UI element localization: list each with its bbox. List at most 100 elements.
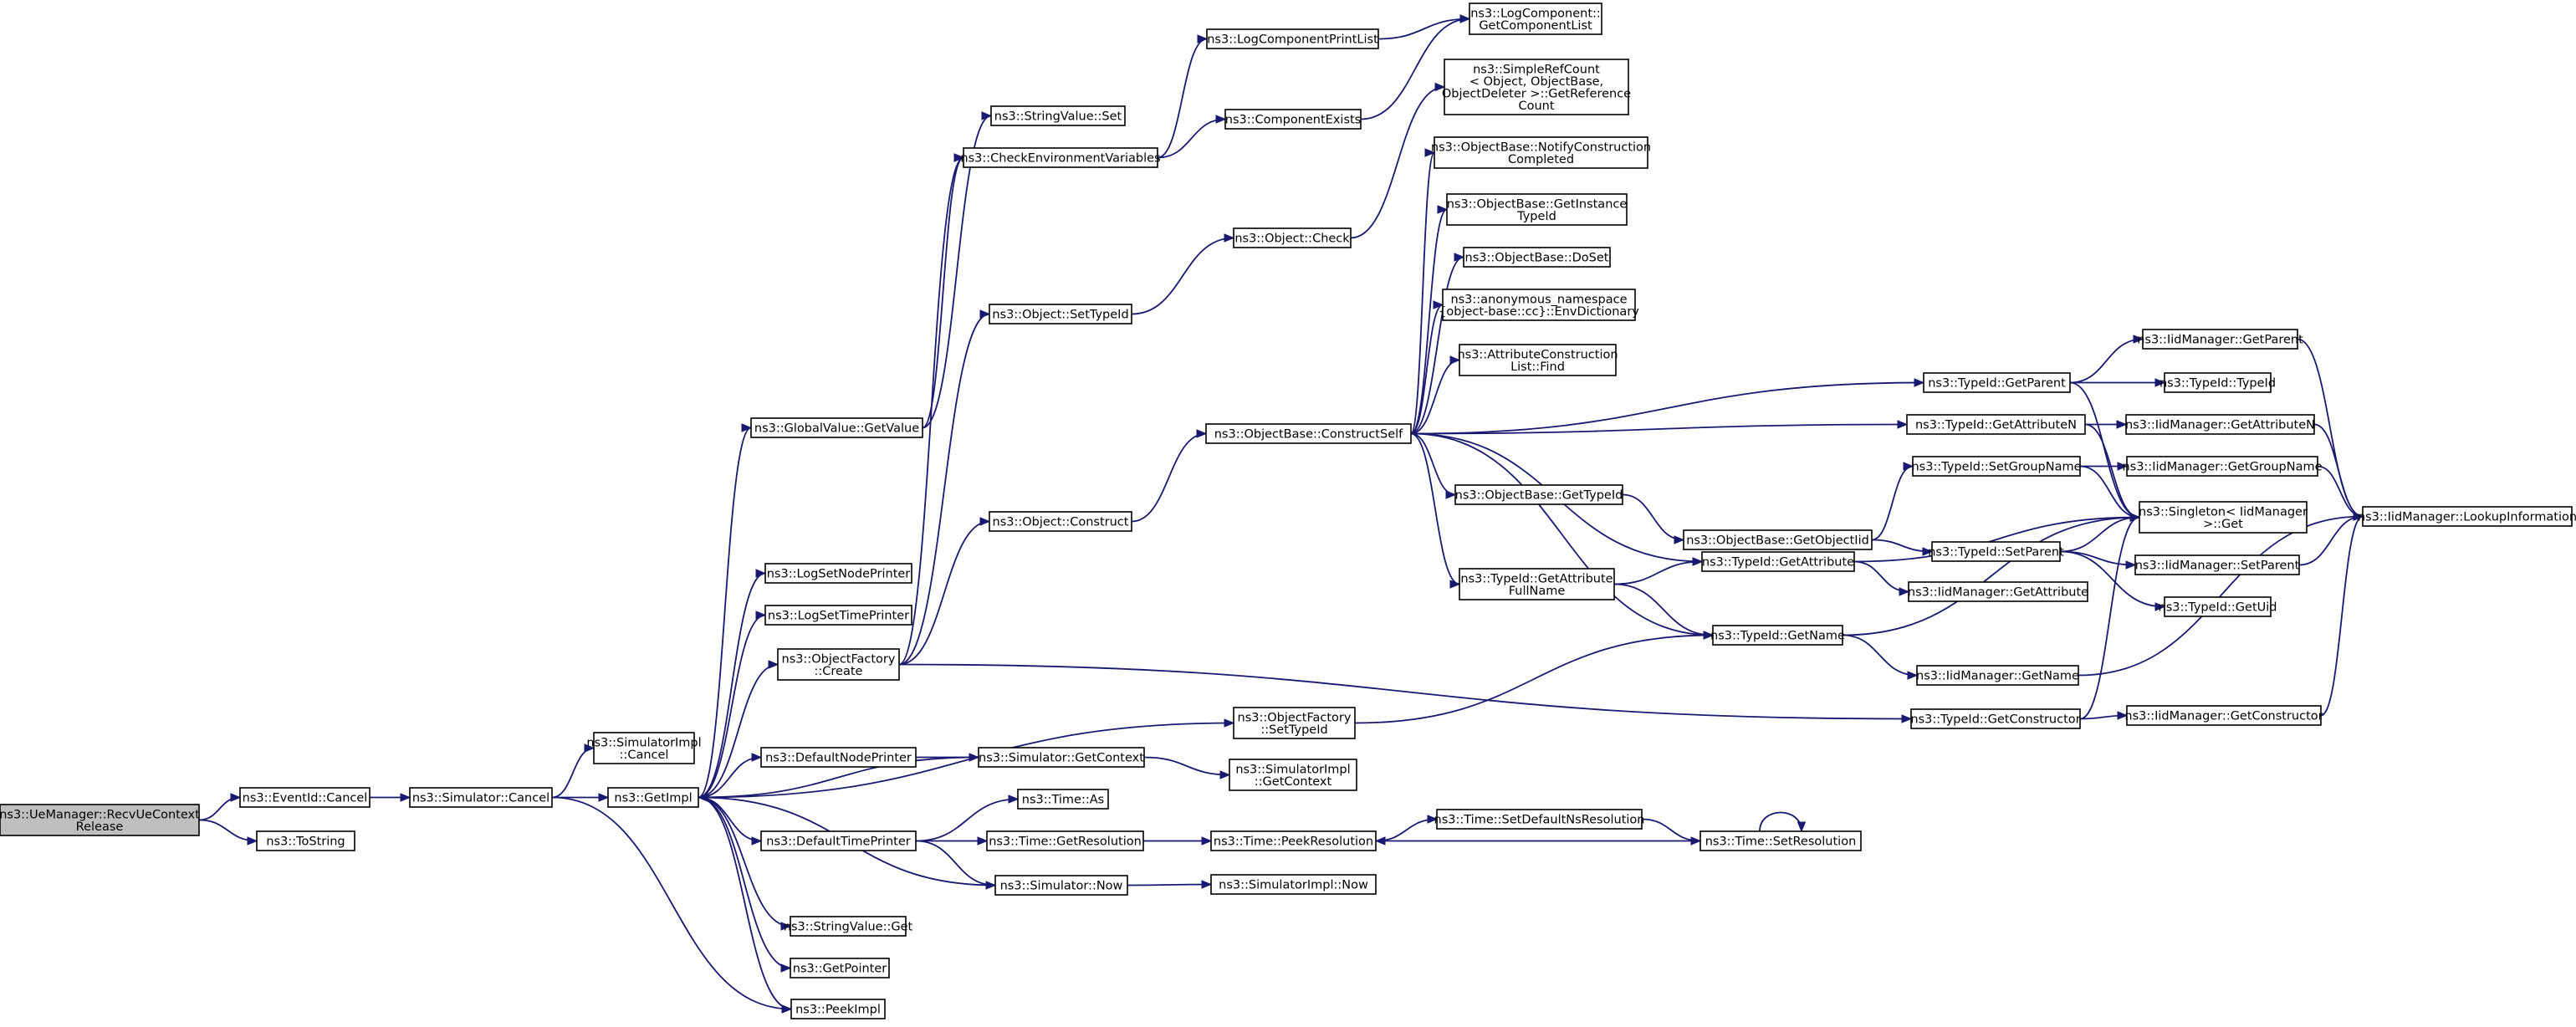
edge-n45-n53 [2070,378,2166,387]
edge-n5-n9 [698,611,767,799]
node-ns3-iidmanager-getparent[interactable]: ns3::IidManager::GetParent [2137,329,2303,350]
node-ns3-time-setresolution[interactable]: ns3::Time::SetResolution [1699,830,1862,851]
node-ns3-simulatorimpl-cancel[interactable]: ns3::SimulatorImpl::Cancel [586,732,702,764]
node-ns3-iidmanager-getattribute[interactable]: ns3::IidManager::GetAttribute [1908,581,2088,602]
edge-arrowhead [755,611,767,620]
node-ns3-objectbase-doset[interactable]: ns3::ObjectBase::DoSet [1463,247,1611,268]
node-ns3-logcomponent-getcomponentlist[interactable]: ns3::LogComponent::GetComponentList [1469,3,1602,35]
node-ns3-iidmanager-getconstructor[interactable]: ns3::IidManager::GetConstructor [2124,705,2323,726]
edge-arrowhead [1224,718,1235,728]
node-label: ns3::LogComponentPrintList [1207,33,1378,47]
node-ns3-defaulttimeprinter[interactable]: ns3::DefaultTimePrinter [760,830,917,851]
node-ns3-object-check[interactable]: ns3::Object::Check [1233,227,1352,248]
node-ns3-logsetnodeprinter[interactable]: ns3::LogSetNodePrinter [764,563,912,584]
node-ns3-objectbase-notifyconstruction-completed[interactable]: ns3::ObjectBase::NotifyConstructionCompl… [1431,136,1651,169]
node-ns3-defaultnodeprinter[interactable]: ns3::DefaultNodePrinter [760,747,917,768]
edge-arrowhead [230,793,242,802]
node-ns3-typeid-setgroupname[interactable]: ns3::TypeId::SetGroupName [1911,456,2082,477]
node-ns3-typeid-getattribute[interactable]: ns3::TypeId::GetAttribute [1701,551,1855,572]
node-ns3-iidmanager-getgroupname[interactable]: ns3::IidManager::GetGroupName [2122,456,2323,477]
edge-arrowhead [1914,378,1925,387]
node-ns3-typeid-getname[interactable]: ns3::TypeId::GetName [1710,625,1845,646]
node-ns3-objectbase-getobjectiid[interactable]: ns3::ObjectBase::GetObjectIid [1683,529,1873,550]
node-ns3-stringvalue-get[interactable]: ns3::StringValue::Get [784,916,913,937]
edge-line [1131,432,1207,523]
node-ns3-iidmanager-getattributen[interactable]: ns3::IidManager::GetAttributeN [2125,414,2315,435]
node-label: ::Cancel [620,749,669,762]
edge-arrowhead [247,836,258,846]
node-ns3-objectfactory-settypeid[interactable]: ns3::ObjectFactory::SetTypeId [1233,707,1356,739]
node-ns3-object-construct[interactable]: ns3::Object::Construct [989,511,1132,532]
node-ns3-eventid-cancel[interactable]: ns3::EventId::Cancel [239,787,371,808]
node-ns3-objectbase-constructself[interactable]: ns3::ObjectBase::ConstructSelf [1205,423,1412,444]
node-ns3-anonymous-namespace-object-base-cc-envdictionary[interactable]: ns3::anonymous_namespace{object-base::cc… [1439,289,1639,321]
node-ns3-simulator-cancel[interactable]: ns3::Simulator::Cancel [409,787,553,808]
edge-n43-n50 [1842,634,1919,680]
node-ns3-time-peekresolution[interactable]: ns3::Time::PeekResolution [1210,830,1377,851]
node-ns3-time-setdefaultnsresolution[interactable]: ns3::Time::SetDefaultNsResolution [1434,809,1645,830]
node-ns3-typeid-setparent[interactable]: ns3::TypeId::SetParent [1928,541,2064,562]
edge-arrowhead [697,793,708,802]
node-ns3-getpointer[interactable]: ns3::GetPointer [790,958,890,978]
node-ns3-typeid-getconstructor[interactable]: ns3::TypeId::GetConstructor [1910,708,2081,729]
node-box [1916,665,2079,686]
node-ns3-time-as[interactable]: ns3::Time::As [1017,789,1109,810]
node-ns3-objectfactory-create[interactable]: ns3::ObjectFactory::Create [777,648,900,681]
node-ns3-stringvalue-set[interactable]: ns3::StringValue::Set [990,105,1126,126]
node-label: ns3::PeekImpl [795,1004,881,1017]
node-ns3-getimpl[interactable]: ns3::GetImpl [607,787,699,808]
node-ns3-simulatorimpl-now[interactable]: ns3::SimulatorImpl::Now [1210,874,1377,895]
node-box [990,105,1126,126]
node-ns3-iidmanager-getname[interactable]: ns3::IidManager::GetName [1916,665,2079,686]
edge-line [698,722,1234,799]
node-box [2362,506,2573,527]
node-label: ns3::IidManager::GetName [1916,670,2079,683]
edge-n24-n31 [1360,14,1471,120]
node-ns3-logcomponentprintlist[interactable]: ns3::LogComponentPrintList [1206,28,1379,49]
node-ns3-objectbase-gettypeid[interactable]: ns3::ObjectBase::GetTypeId [1454,484,1623,505]
edge-n5-n7 [698,423,753,799]
edge-n10-n16 [898,153,965,666]
node-label: ns3::GlobalValue::GetValue [754,422,919,436]
node-ns3-iidmanager-lookupinformation[interactable]: ns3::IidManager::LookupInformation [2358,506,2576,527]
node-label: ns3::ObjectFactory [1238,711,1352,724]
edge-n26-n45 [1410,378,1925,435]
edge-n48-n57 [2059,550,2137,570]
edge-n46-n54 [2084,420,2128,429]
node-ns3-tostring[interactable]: ns3::ToString [256,830,355,851]
edge-arrowhead [2117,711,2129,720]
node-ns3-simulator-now[interactable]: ns3::Simulator::Now [994,875,1128,896]
edge-n18-n26 [1131,429,1208,523]
node-box [1923,372,2071,393]
edge-line [922,115,992,429]
node-ns3-logsettimeprinter[interactable]: ns3::LogSetTimePrinter [764,605,912,626]
node-box [994,875,1128,896]
node-ns3-checkenvironmentvariables[interactable]: ns3::CheckEnvironmentVariables [960,147,1161,168]
node-ns3-simplerefcount-object-objectbase-objectdeleter-getreference-count[interactable]: ns3::SimpleRefCount< Object, ObjectBase,… [1442,59,1631,115]
node-ns3-singleton-iidmanager-get[interactable]: ns3::Singleton< IidManager>::Get [2139,501,2308,534]
node-box [1463,247,1611,268]
node-ns3-object-settypeid[interactable]: ns3::Object::SetTypeId [989,304,1132,324]
node-label: ns3::TypeId::GetConstructor [1910,713,2080,727]
node-ns3-typeid-typeid[interactable]: ns3::TypeId::TypeId [2159,372,2276,393]
call-graph-nodes: ns3::UeManager::RecvUeContextReleasens3:… [0,3,2576,1019]
node-box [750,417,923,438]
node-box [777,648,900,681]
node-ns3-typeid-getattributen[interactable]: ns3::TypeId::GetAttributeN [1906,414,2086,435]
node-ns3-simulatorimpl-getcontext[interactable]: ns3::SimulatorImpl::GetContext [1229,759,1357,791]
node-box [1469,3,1602,35]
node-ns3-typeid-getparent[interactable]: ns3::TypeId::GetParent [1923,372,2071,393]
node-ns3-time-getresolution[interactable]: ns3::Time::GetResolution [986,830,1144,851]
node-ns3-globalvalue-getvalue[interactable]: ns3::GlobalValue::GetValue [750,417,923,438]
node-ns3-typeid-getuid[interactable]: ns3::TypeId::GetUid [2159,596,2277,617]
node-ns3-simulator-getcontext[interactable]: ns3::Simulator::GetContext [978,747,1145,768]
node-ns3-componentexists[interactable]: ns3::ComponentExists [1224,109,1362,130]
edge-arrowhead [1459,14,1471,23]
node-ns3-peekimpl[interactable]: ns3::PeekImpl [790,999,886,1019]
node-ns3-iidmanager-setparent[interactable]: ns3::IidManager::SetParent [2134,554,2300,575]
node-label: ns3::SimulatorImpl [586,736,701,749]
